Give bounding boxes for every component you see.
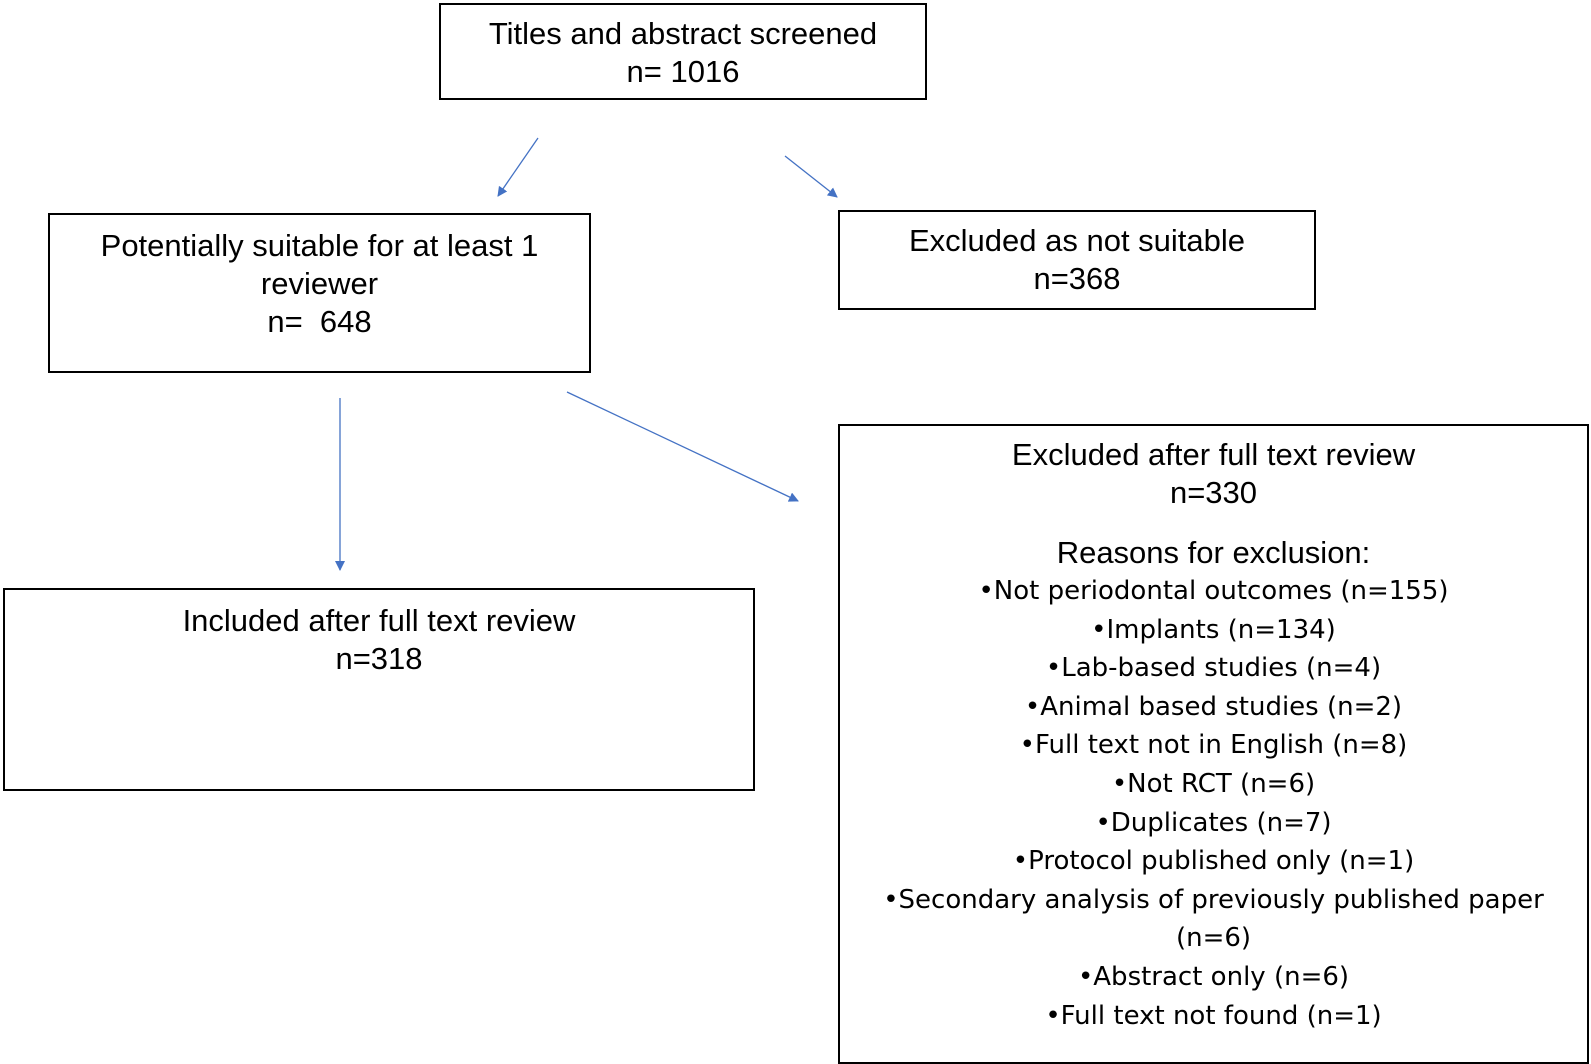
screened-count: n= 1016: [626, 54, 740, 89]
reason-item: •Duplicates (n=7): [1095, 807, 1332, 838]
excluded-not-suitable-box: Excluded as not suitable n=368: [838, 210, 1316, 310]
reason-item: •Protocol published only (n=1): [1012, 846, 1415, 877]
included-count: n=318: [335, 641, 423, 676]
arrow-to-excluded-not-suitable: [784, 155, 838, 198]
potential-box: Potentially suitable for at least 1 revi…: [48, 213, 591, 373]
reasons-list: •Not periodontal outcomes (n=155) •Impla…: [840, 572, 1587, 1035]
potential-title-line2: reviewer: [260, 266, 379, 301]
reason-item: •Secondary analysis of previously publis…: [883, 884, 1544, 915]
excluded-full-text-box: Excluded after full text review n=330 Re…: [838, 424, 1589, 1064]
reason-item: •Full text not found (n=1): [1045, 1000, 1382, 1031]
reason-item: •Animal based studies (n=2): [1024, 691, 1403, 722]
reason-item: •Full text not in English (n=8): [1019, 730, 1408, 761]
excluded-full-text-count: n=330: [1169, 475, 1258, 510]
potential-title-line1: Potentially suitable for at least 1: [100, 228, 539, 263]
arrow-to-potential: [497, 137, 539, 197]
included-box: Included after full text review n=318: [3, 588, 755, 791]
reason-item: •Not periodontal outcomes (n=155): [978, 576, 1449, 606]
potential-count: n= 648: [267, 304, 372, 339]
screened-title: Titles and abstract screened: [488, 16, 878, 51]
arrow-to-excluded-full-text: [566, 391, 799, 502]
reason-item: •Lab-based studies (n=4): [1045, 653, 1382, 684]
reason-item: (n=6): [1175, 923, 1252, 954]
reason-item: •Abstract only (n=6): [1077, 961, 1350, 992]
screened-box: Titles and abstract screened n= 1016: [439, 3, 927, 100]
included-title: Included after full text review: [182, 603, 576, 638]
excluded-not-suitable-title: Excluded as not suitable: [908, 223, 1246, 258]
reasons-title: Reasons for exclusion:: [1056, 535, 1371, 570]
reason-item: •Not RCT (n=6): [1111, 768, 1316, 799]
reason-item: •Implants (n=134): [1091, 614, 1336, 645]
excluded-not-suitable-count: n=368: [1033, 261, 1121, 296]
excluded-full-text-title: Excluded after full text review: [1011, 437, 1416, 472]
